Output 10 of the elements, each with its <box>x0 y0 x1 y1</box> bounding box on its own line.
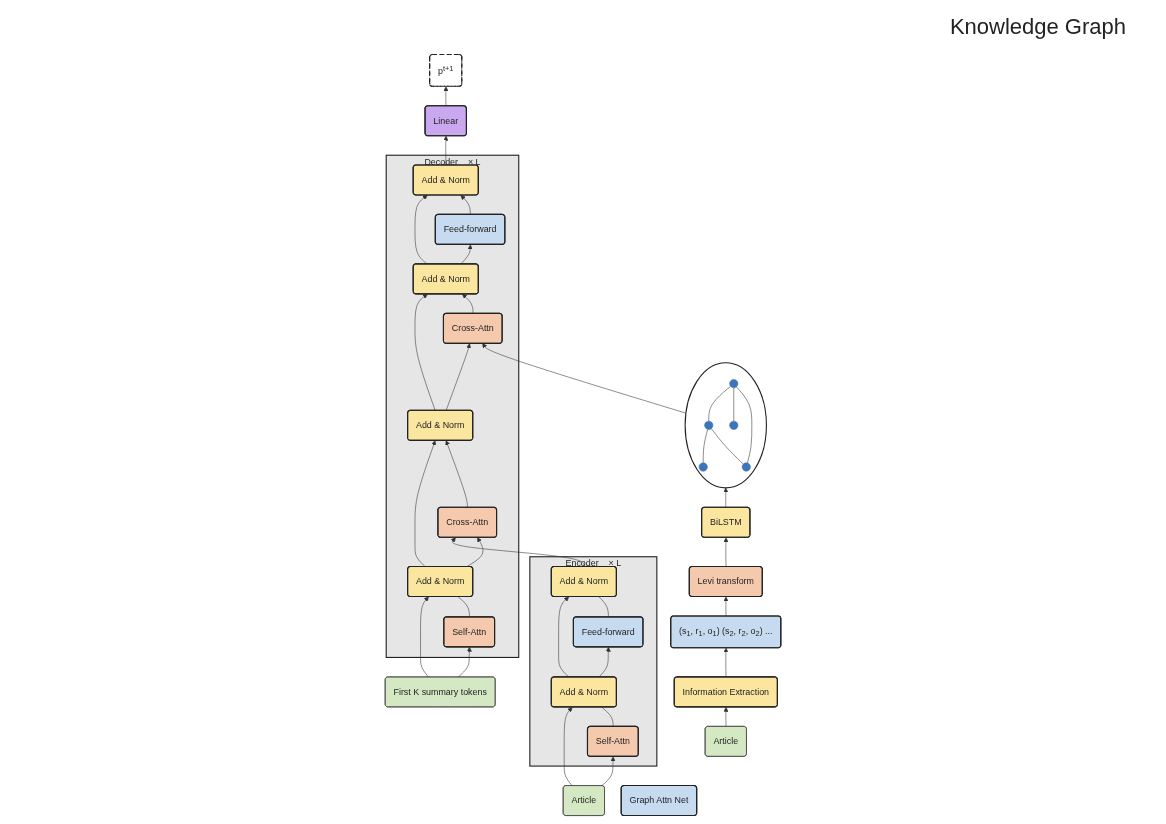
connector <box>457 596 470 618</box>
node-circle <box>729 379 739 389</box>
node-circle <box>698 462 708 472</box>
connector <box>601 706 614 727</box>
cluster <box>684 362 767 489</box>
node-circle <box>729 420 739 430</box>
node-circle <box>704 420 714 430</box>
node-circle <box>741 462 751 472</box>
connector <box>598 596 609 618</box>
section-heading: Knowledge Graph <box>949 14 1126 40</box>
